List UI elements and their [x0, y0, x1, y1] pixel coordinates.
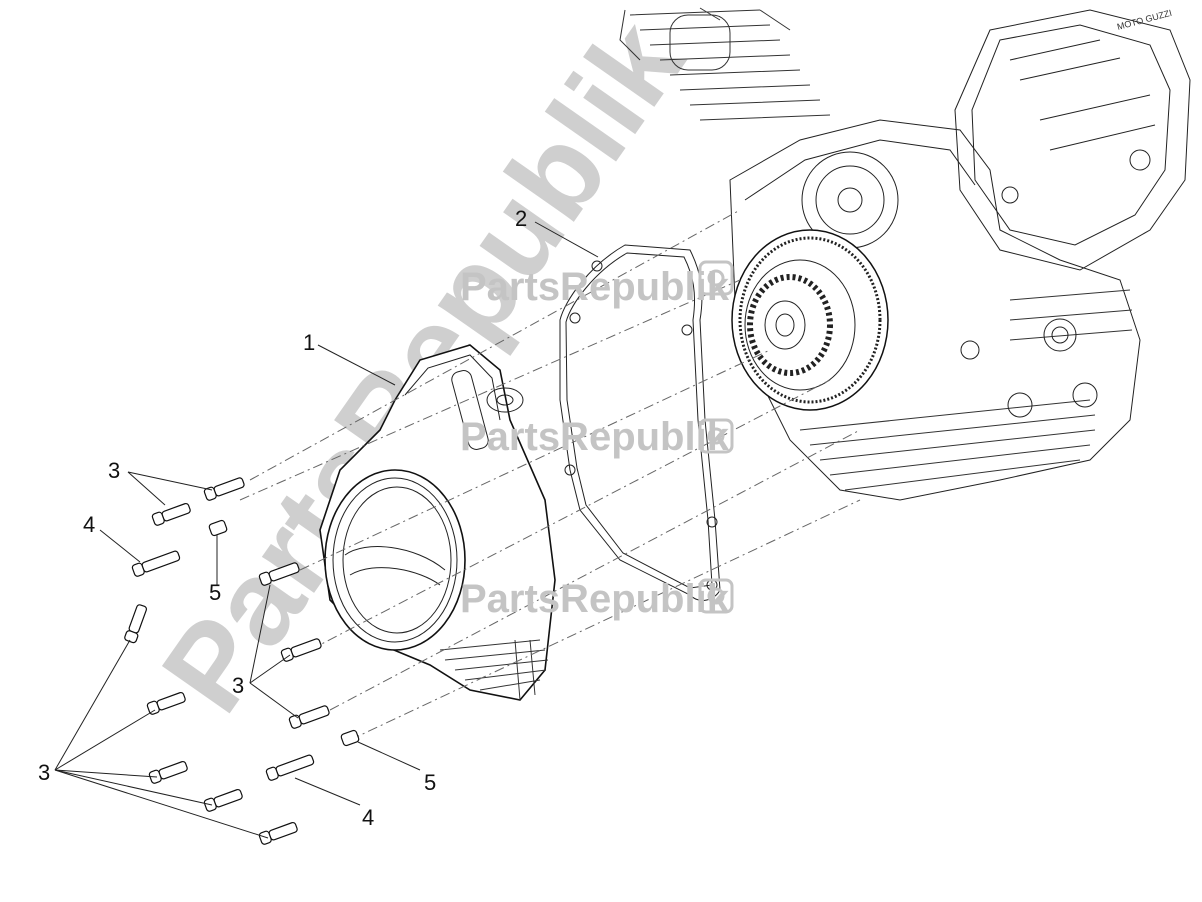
watermark-3: PartsRepublik	[460, 577, 734, 621]
bolt-3-d	[124, 604, 148, 644]
dowel-group	[208, 519, 360, 747]
bolt-3-f	[146, 691, 186, 715]
dowel-5-b	[340, 729, 360, 747]
bolt-3-a	[203, 477, 245, 501]
bolt-3-e	[280, 638, 322, 662]
callout-3-mid: 3	[232, 673, 244, 698]
bolt-4-a	[131, 550, 181, 577]
callout-2: 2	[515, 206, 527, 231]
watermark-text-1: PartsRepublik	[460, 265, 730, 309]
bolt-3-c	[258, 562, 300, 586]
watermark-text-2: PartsRepublik	[460, 415, 730, 459]
bolt-3-j	[258, 821, 298, 845]
gear-icon	[698, 418, 734, 454]
watermark-2: PartsRepublik	[460, 415, 734, 459]
alternator-cover	[319, 344, 556, 701]
callout-labels: 1 2 3 4 5 3 3 4 5	[38, 206, 527, 830]
callout-1: 1	[303, 330, 315, 355]
gear-icon	[698, 260, 734, 296]
bolt-group	[124, 477, 330, 845]
bolt-3-g	[288, 705, 330, 729]
bolt-3-b	[151, 502, 191, 526]
engine-block: MOTO GUZZI	[619, 7, 1191, 501]
callout-3-left: 3	[38, 760, 50, 785]
bolt-3-i	[203, 788, 243, 812]
alternator-rotor	[731, 229, 889, 411]
callout-3-top: 3	[108, 458, 120, 483]
callout-4-bottom: 4	[362, 805, 374, 830]
gear-icon	[698, 578, 734, 614]
leader-lines	[54, 221, 599, 839]
alignment-lines	[239, 209, 861, 741]
watermark-text-3: PartsRepublik	[460, 577, 730, 621]
callout-5-bottom: 5	[424, 770, 436, 795]
bolt-3-h	[148, 760, 188, 784]
bolt-4-b	[265, 754, 315, 781]
callout-5-top: 5	[209, 580, 221, 605]
watermark-1: PartsRepublik	[460, 260, 734, 309]
callout-4-top: 4	[83, 512, 95, 537]
dowel-5-a	[208, 519, 228, 537]
